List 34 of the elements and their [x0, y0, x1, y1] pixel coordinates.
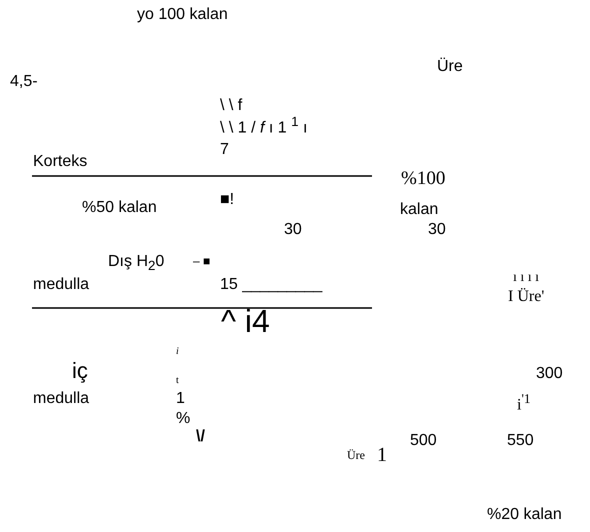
label-text: 1 [176, 390, 185, 408]
label-text: \/ [196, 428, 205, 446]
label-text: 30 [284, 221, 302, 240]
label-text: medulla [33, 276, 90, 294]
label-text: 7 [220, 141, 229, 160]
label-text: %100 [401, 168, 446, 190]
label-text: % [176, 410, 190, 428]
label-text: medulla [33, 390, 90, 408]
label-text: \ \ f [220, 97, 242, 116]
label-text: 300 [536, 365, 563, 384]
label-text: 30 [428, 221, 446, 240]
label-text: yo 100 kalan [137, 6, 228, 24]
label-text: 1 [377, 444, 387, 467]
label-text: t [176, 375, 179, 386]
label-text: Dış H$_{2}$0 [108, 253, 164, 274]
label-text: ı ı ı ı [513, 270, 540, 286]
label-text: 15 _________ [220, 276, 322, 294]
label-text: %50 kalan [82, 199, 157, 218]
label-text: i$^{'1}$ [517, 391, 531, 415]
label-text: I Üre' [508, 288, 544, 306]
label-text: 4,5- [10, 73, 38, 92]
label-text: Üre [347, 449, 365, 463]
label-text: kalan [400, 201, 438, 220]
label-text: ^ i4 [221, 303, 270, 340]
label-text: i [176, 346, 179, 358]
label-text: Üre [437, 58, 463, 76]
label-text: iç [72, 358, 88, 384]
label-text: – ■ [193, 255, 210, 269]
label-text: 550 [507, 432, 534, 450]
label-text: 500 [410, 432, 437, 450]
label-text: ■! [220, 191, 234, 210]
label-text: Korteks [33, 153, 88, 172]
label-text: %20 kalan [487, 506, 562, 524]
label-text: \ \ 1 / f ı 1 $^{1}$ ı [220, 114, 308, 138]
